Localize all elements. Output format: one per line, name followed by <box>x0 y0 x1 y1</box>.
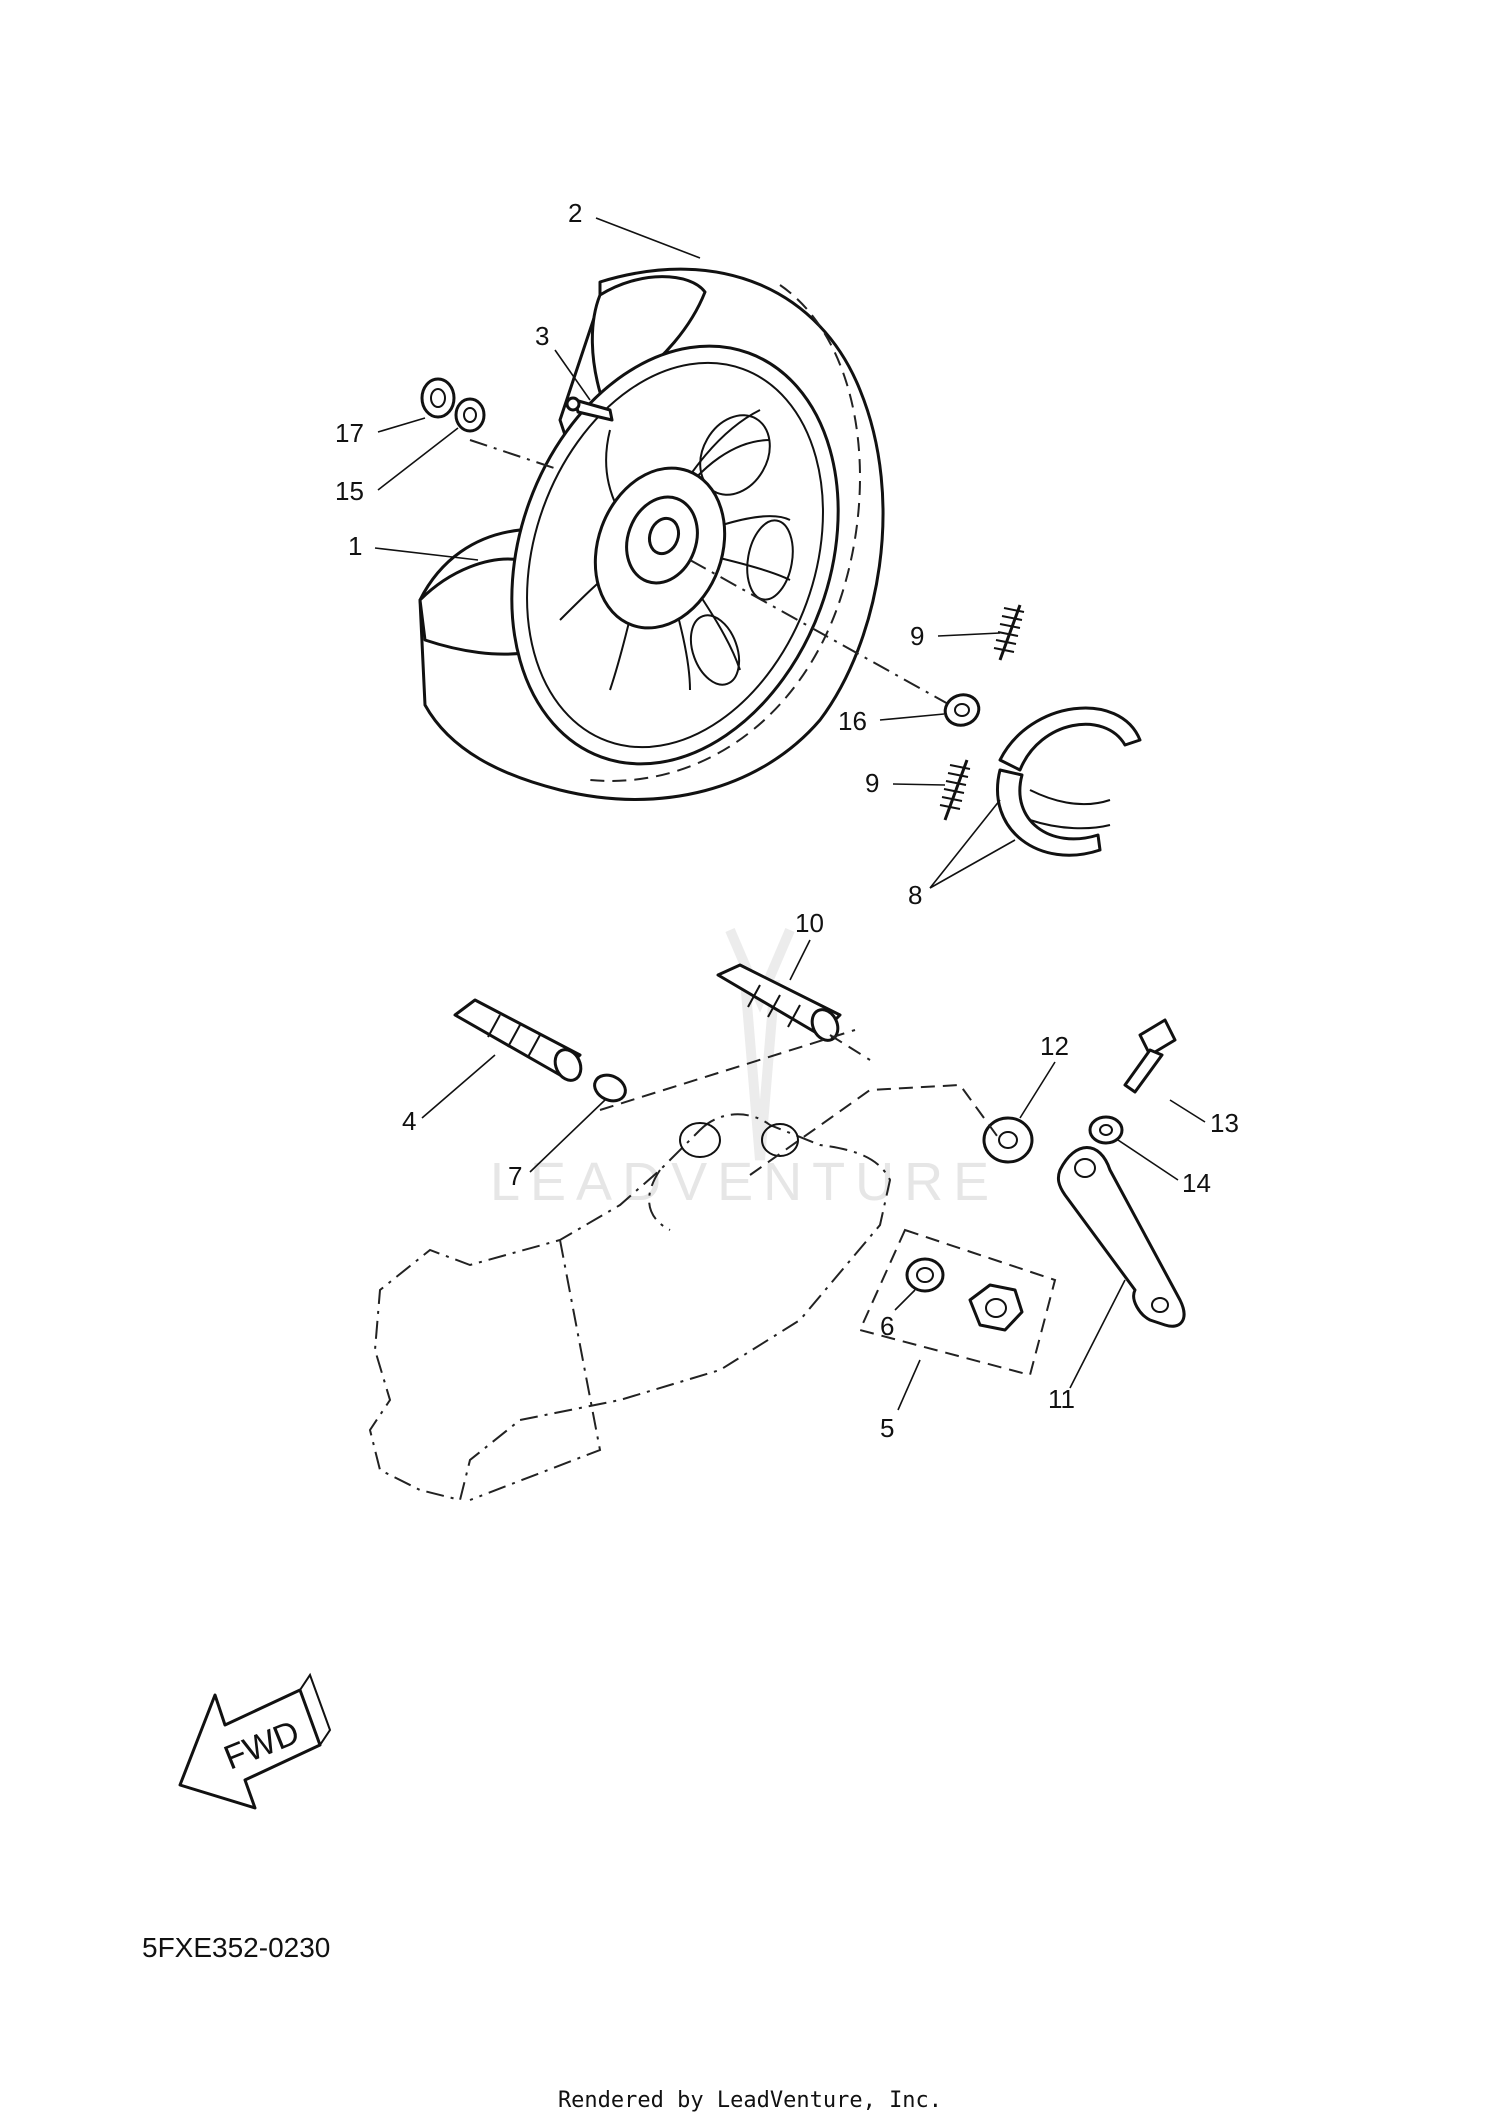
callout-8: 8 <box>908 880 922 910</box>
o-ring-7 <box>593 1073 627 1103</box>
callout-3: 3 <box>535 321 549 351</box>
callout-17: 17 <box>335 418 364 448</box>
watermark: LEADVENTURE <box>490 928 999 1212</box>
callout-9-lower: 9 <box>865 768 879 798</box>
washer-16 <box>943 693 981 727</box>
air-valve <box>565 396 614 422</box>
brake-camshaft-lever <box>1056 1146 1186 1328</box>
axle-nut-and-washer <box>420 377 486 433</box>
diagram-reference-code: 5FXE352-0230 <box>142 1932 331 1963</box>
callout-1: 1 <box>348 531 362 561</box>
callout-10: 10 <box>795 908 824 938</box>
callout-6: 6 <box>880 1311 894 1341</box>
tire-and-wheel <box>418 267 951 801</box>
callout-9-upper: 9 <box>910 621 924 651</box>
brake-cam-shaft <box>716 963 842 1042</box>
callout-13: 13 <box>1210 1108 1239 1138</box>
brake-springs <box>939 604 1025 821</box>
callout-labels: 2 3 17 15 1 9 16 9 8 10 4 7 <box>335 198 1239 1443</box>
callout-12: 12 <box>1040 1031 1069 1061</box>
nut-washer-set-5 <box>858 1228 1057 1377</box>
callout-11: 11 <box>1048 1384 1075 1414</box>
watermark-text: LEADVENTURE <box>490 1152 999 1212</box>
bolt-13-washer-14 <box>1088 1018 1177 1145</box>
render-credit: Rendered by LeadVenture, Inc. <box>557 2088 943 2113</box>
brake-shoes <box>996 706 1142 857</box>
crankcase-phantom-outline <box>368 1029 1001 1502</box>
shaft-4 <box>453 998 583 1082</box>
fwd-direction-arrow: FWD <box>178 1672 332 1810</box>
callout-14: 14 <box>1182 1168 1211 1198</box>
callout-2: 2 <box>568 198 582 228</box>
callout-16: 16 <box>838 706 867 736</box>
callout-5: 5 <box>880 1413 894 1443</box>
callout-15: 15 <box>335 476 364 506</box>
lock-washer-12 <box>982 1116 1034 1164</box>
callout-7: 7 <box>508 1161 522 1191</box>
callout-4: 4 <box>402 1106 416 1136</box>
